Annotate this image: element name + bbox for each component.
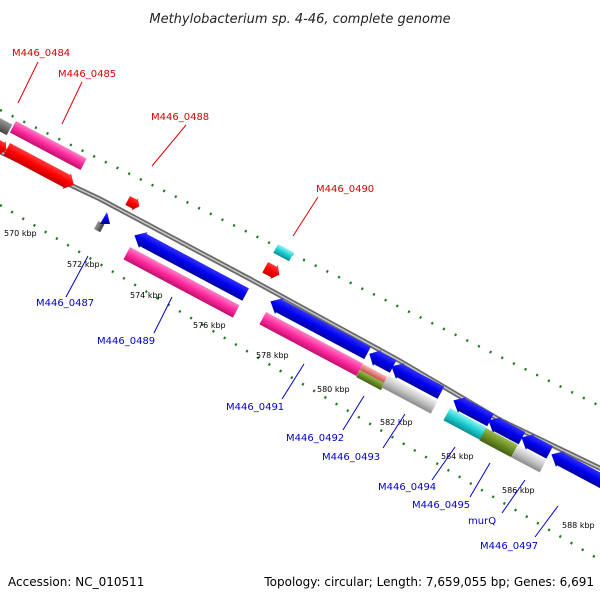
kbp-label: 588 kbp [562, 521, 595, 530]
kbp-label: 570 kbp [4, 229, 37, 238]
gene-label-M446_0490: M446_0490 [316, 184, 374, 195]
gene-M446_0490-cyan[interactable] [273, 244, 294, 262]
gene-label-M446_0497: M446_0497 [480, 541, 538, 552]
kbp-label: 578 kbp [256, 351, 289, 360]
gene-label-M446_0485: M446_0485 [58, 69, 116, 80]
gene-label-M446_0489: M446_0489 [97, 336, 155, 347]
gene-blue-584-a[interactable] [449, 392, 495, 428]
gene-M446_0495[interactable] [479, 428, 518, 458]
map-title: Methylobacterium sp. 4-46, complete geno… [149, 12, 450, 27]
gene-blue-588[interactable] [547, 446, 600, 493]
gene-label-M446_0493: M446_0493 [322, 452, 380, 463]
inner-tick-track [0, 203, 600, 562]
gene-M446_0494[interactable] [443, 408, 488, 441]
gene-blue-580-small[interactable] [365, 346, 397, 375]
gene-M446_0488[interactable] [124, 194, 142, 212]
gene-label-M446_0484: M446_0484 [12, 48, 70, 59]
gene-M446_0485[interactable] [2, 141, 78, 193]
gene-label-M446_0495: M446_0495 [412, 500, 470, 511]
gene-M446_0483-grey[interactable] [0, 118, 13, 136]
kbp-label: 584 kbp [441, 452, 474, 461]
gene-blue-584-b[interactable] [484, 412, 526, 446]
gene-blue-586[interactable] [517, 429, 554, 460]
reverse-leader-lines [65, 255, 559, 538]
gene-label-M446_0492: M446_0492 [286, 433, 344, 444]
kbp-label: 586 kbp [502, 486, 535, 495]
gene-red-left-arrow[interactable] [0, 136, 10, 157]
kbp-label: 574 kbp [130, 291, 163, 300]
gene-M446_0492[interactable] [359, 364, 388, 384]
gene-M446_0484[interactable] [9, 121, 87, 171]
kbp-label: 576 kbp [193, 321, 226, 330]
gene-M446_0493[interactable] [381, 375, 438, 414]
gene-label-M446_0488: M446_0488 [151, 112, 209, 123]
gene-label-murQ: murQ [468, 516, 496, 527]
gene-M446_0490-red[interactable] [261, 260, 283, 282]
kbp-label: 582 kbp [380, 418, 413, 427]
kbp-label: 580 kbp [317, 385, 350, 394]
gene-label-M446_0494: M446_0494 [378, 482, 436, 493]
genome-summary-text: Topology: circular; Length: 7,659,055 bp… [263, 575, 594, 589]
gene-murQ[interactable] [511, 445, 547, 473]
gene-label-M446_0491: M446_0491 [226, 402, 284, 413]
gene-M446_0492-olive[interactable] [356, 370, 385, 391]
gene-small-blue-arrow[interactable] [100, 212, 110, 224]
gene-M446_0489[interactable] [123, 247, 240, 318]
gene-M446_0491[interactable] [259, 312, 364, 377]
accession-text: Accession: NC_010511 [8, 575, 144, 589]
gene-label-M446_0487: M446_0487 [36, 298, 94, 309]
gene-blue-574-576[interactable] [130, 227, 250, 302]
gene-blue-582[interactable] [387, 358, 445, 400]
forward-leader-lines [17, 61, 319, 237]
gene-blue-578-580[interactable] [266, 293, 372, 361]
